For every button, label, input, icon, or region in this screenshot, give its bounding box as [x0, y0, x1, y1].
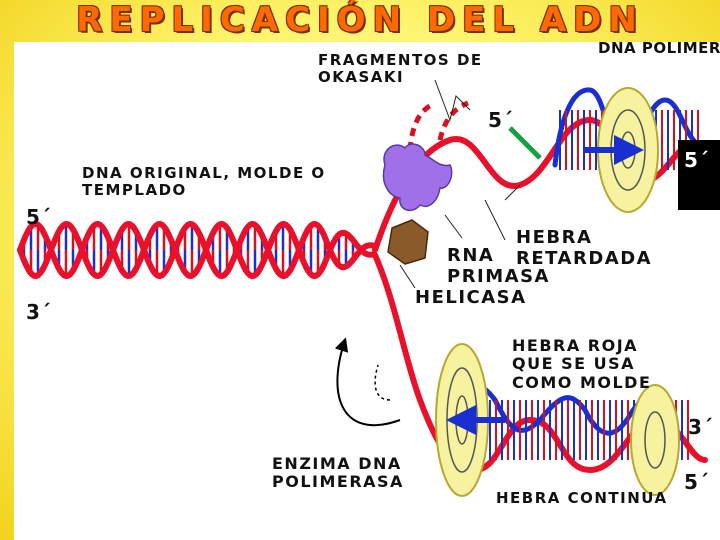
helicase-icon: [382, 143, 453, 212]
okazaki-label: FRAGMENTOS DE OKASAKI: [318, 51, 483, 87]
parental-helix: [17, 220, 377, 280]
prime-top-center: 5´: [488, 108, 514, 132]
original-dna-label: DNA ORIGINAL, MOLDE O TEMPLADO: [82, 164, 326, 200]
arrow-icon: [334, 337, 401, 427]
pointer-lines: [399, 79, 521, 289]
rna-primase-label: RNA PRIMASA: [447, 245, 550, 287]
cropped-edge: [678, 140, 720, 210]
helicase-label: HELICASA: [415, 287, 527, 308]
prime-left-bottom: 3´: [26, 300, 52, 324]
prime-right-bottom: 5´: [684, 470, 710, 494]
clamp-ring-icon: [630, 384, 680, 496]
lagging-strand-label: HEBRA RETARDADA: [516, 227, 653, 269]
primase-icon: [387, 219, 429, 265]
rna-primer: [508, 126, 542, 160]
dna-polymerase-top-label: DNA POLIMER: [598, 40, 720, 57]
page-title: REPLICACIÓN DEL ADN: [76, 0, 644, 40]
prime-right-middle: 3´: [688, 415, 714, 439]
arrow-icon: [374, 364, 391, 401]
prime-top-right: 5´: [684, 148, 710, 172]
clamp-ring-icon: [585, 87, 659, 213]
leading-strand-label: HEBRA CONTINUA: [496, 489, 668, 507]
prime-left-top: 5´: [26, 205, 52, 229]
clamp-ring-icon: [435, 343, 505, 497]
dna-polymerase-bottom-label: ENZIMA DNA POLIMERASA: [272, 454, 404, 492]
red-template-label: HEBRA ROJA QUE SE USA COMO MOLDE: [512, 336, 652, 392]
